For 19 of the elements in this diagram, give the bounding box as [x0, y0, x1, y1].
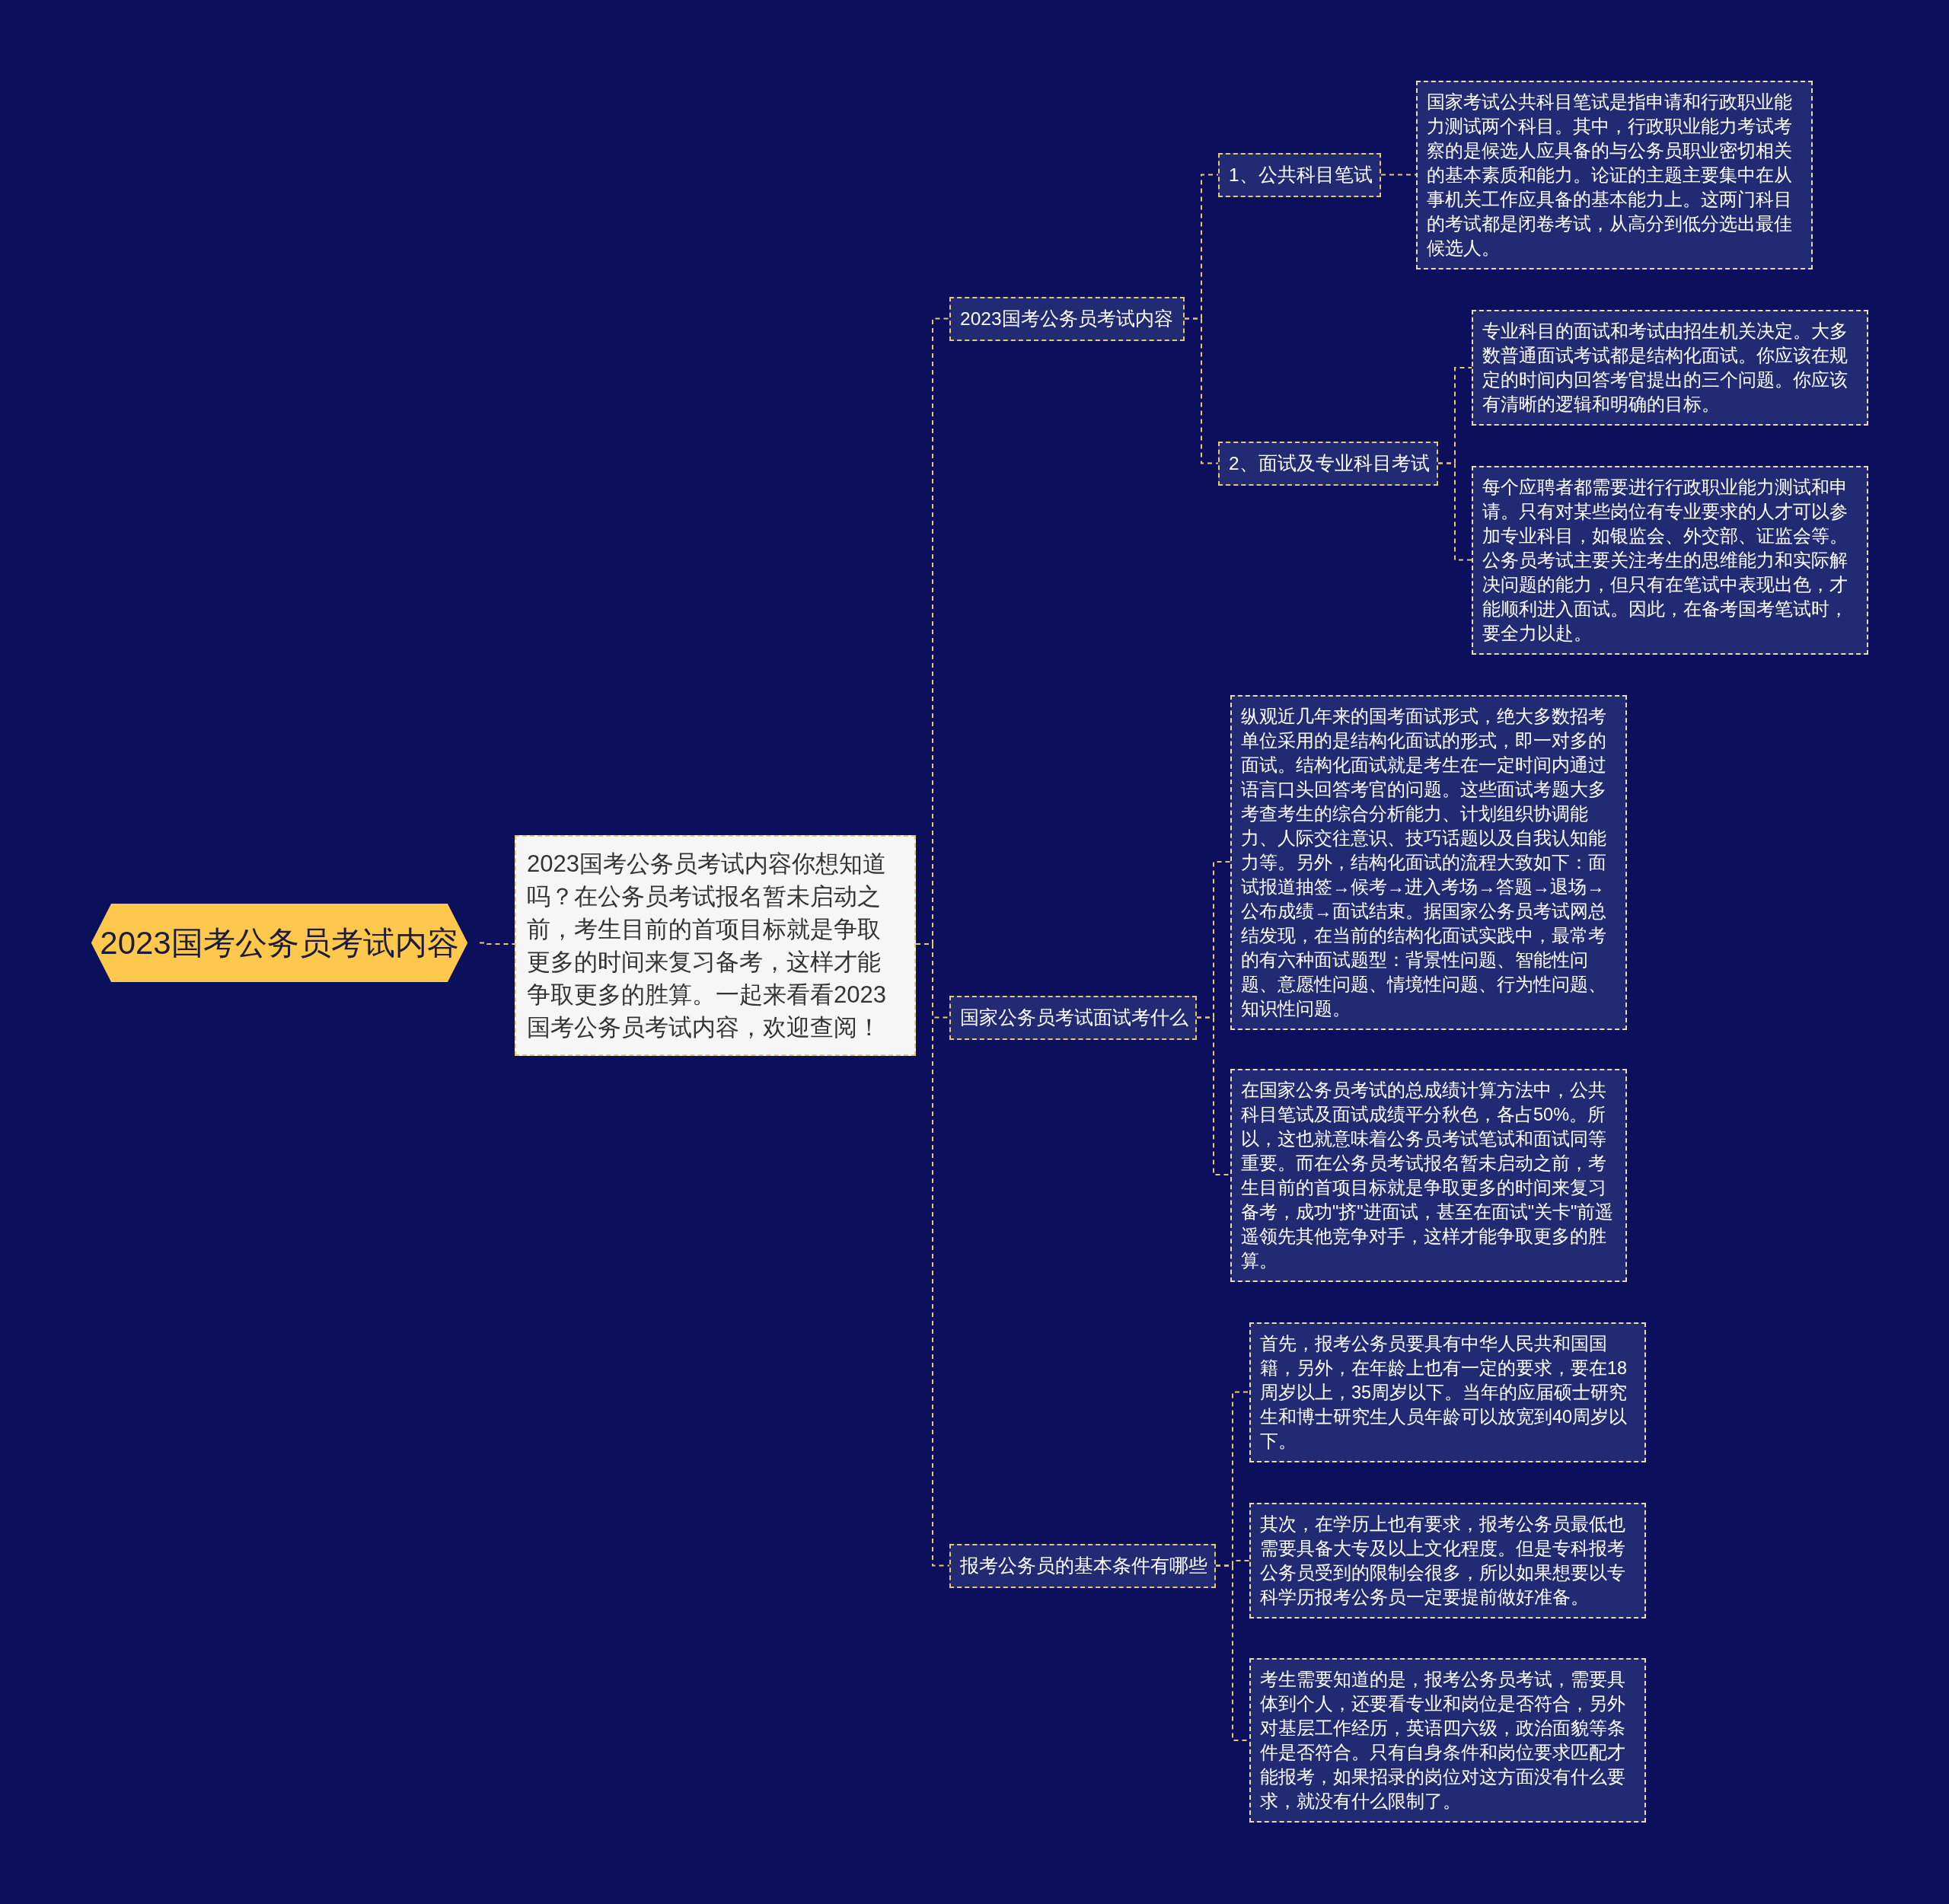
topic-box: 2023国考公务员考试内容 [949, 297, 1185, 341]
text-box: 首先，报考公务员要具有中华人民共和国国籍，另外，在年龄上也有一定的要求，要在18周岁以上，35周岁以下。当年的应届硕士研究生和博士研究生人员年龄可以放宽到40周岁以下。 [1249, 1322, 1646, 1462]
topic-box: 报考公务员的基本条件有哪些 [949, 1544, 1216, 1588]
connector-line [1196, 1016, 1231, 1175]
text-box: 纵观近几年来的国考面试形式，绝大多数招考单位采用的是结构化面试的形式，即一对多的面试。结构化面试就是考生在一定时间内通过语言口头回答考官的问题。这些面试考题大多考查考生的综合分析能力、计划组织协调能力、人际交往意识、技巧话题以及自我认知能力等。另外，结构化面试的流程大致如下：面试报道抽签→候考→进入考场→答题→退场→公布成绩→面试结束。据国家公务员考试网总结发现，在当前的结构化面试实践中，最常考的有六种面试题型：背景性问题、智能性问题、意愿性问题、情境性问题、行为性问题、知识性问题。 [1230, 695, 1627, 1030]
text-box: 在国家公务员考试的总成绩计算方法中，公共科目笔试及面试成绩平分秋色，各占50%。所以，这也就意味着公务员考试笔试和面试同等重要。而在公务员考试报名暂未启动之前，考生目前的首项目标就是争取更多的时间来复习备考，成功"挤"进面试，甚至在面试"关卡"前遥遥领先其他竞争对手，这样才能争取更多的胜算。 [1230, 1069, 1627, 1282]
text-box: 其次，在学历上也有要求，报考公务员最低也需要具备大专及以上文化程度。但是专科报考公务员受到的限制会很多，所以如果想要以专科学历报考公务员一定要提前做好准备。 [1249, 1503, 1646, 1619]
text-box: 专业科目的面试和考试由招生机关决定。大多数普通面试考试都是结构化面试。你应该在规定的时间内回答考官提出的三个问题。你应该有清晰的逻辑和明确的目标。 [1472, 310, 1868, 426]
text-box: 考生需要知道的是，报考公务员考试，需要具体到个人，还要看专业和岗位是否符合，另外对基层工作经历，英语四六级，政治面貌等条件是否符合。只有自身条件和岗位要求匹配才能报考，如果招录的岗位对这方面没有什么要求，就没有什么限制了。 [1249, 1658, 1646, 1823]
connector-line [1184, 317, 1219, 464]
summary-box: 2023国考公务员考试内容你想知道吗？在公务员考试报名暂未启动之前，考生目前的首项目标就是争取更多的时间来复习备考，这样才能争取更多的胜算。一起来看看2023国考公务员考试内容，欢迎查阅！ [515, 835, 916, 1056]
topic-box: 2、面试及专业科目考试 [1218, 442, 1438, 486]
connector-line [479, 942, 515, 945]
topic-box: 国家公务员考试面试考什么 [949, 996, 1197, 1040]
connector-line [1437, 462, 1472, 561]
connector-line [1380, 174, 1417, 176]
text-box: 国家考试公共科目笔试是指申请和行政职业能力测试两个科目。其中，行政职业能力考试考察的是候选人应具备的与公务员职业密切相关的基本素质和能力。论证的主题主要集中在从事机关工作应具备的基本能力上。这两门科目的考试都是闭卷考试，从高分到低分选出最佳候选人。 [1416, 81, 1813, 269]
topic-box: 1、公共科目笔试 [1218, 153, 1381, 197]
text-box: 每个应聘者都需要进行行政职业能力测试和申请。只有对某些岗位有专业要求的人才可以参加专业科目，如银监会、外交部、证监会等。公务员考试主要关注考生的思维能力和实际解决问题的能力，但只有在笔试中表现出色，才能顺利进入面试。因此，在备考国考笔试时，要全力以赴。 [1472, 466, 1868, 655]
